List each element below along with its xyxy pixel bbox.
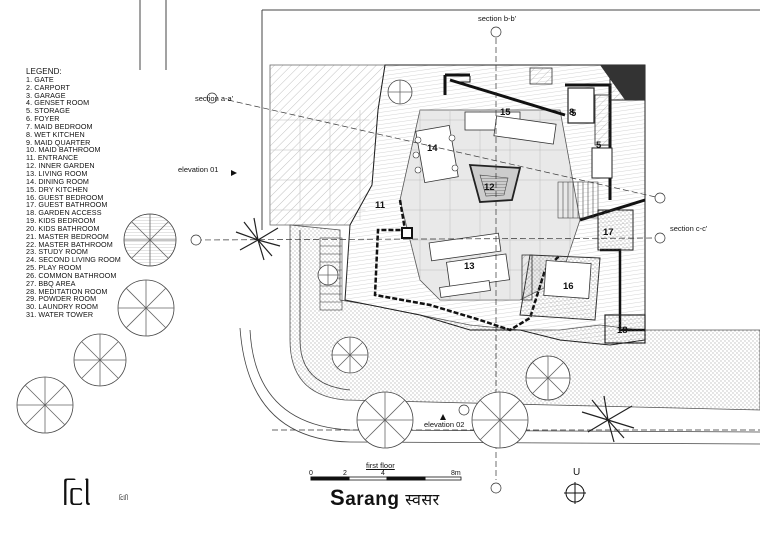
legend-item: 9. MAID QUARTER	[26, 137, 91, 147]
legend-item: 8. WET KITCHEN	[26, 129, 85, 139]
legend-item: 30. LAUNDRY ROOM	[26, 302, 99, 312]
scale-tick: 4	[381, 470, 385, 477]
section-markers	[190, 26, 666, 494]
legend-item: 25. PLAY ROOM	[26, 263, 82, 273]
site-boundary	[139, 0, 760, 230]
logo-subtext: ᥬᥴᥣᥥ	[119, 496, 128, 502]
legend-item: 26. COMMON BATHROOM	[26, 270, 117, 280]
legend-item: 10. MAID BATHROOM	[26, 145, 101, 155]
elevation-01-label: elevation 01	[178, 165, 219, 174]
room-label-16: 16	[563, 281, 574, 292]
elevation-02-arrow	[440, 414, 446, 420]
room-label-17: 17	[603, 227, 614, 238]
north-label: U	[573, 467, 581, 478]
legend-item: 12. INNER GARDEN	[26, 161, 95, 171]
scale-tick: 0	[309, 470, 313, 477]
carport-area	[269, 64, 386, 226]
legend-item: 19. KIDS BEDROOM	[26, 216, 96, 226]
legend: LEGEND: 1. GATE 2. CARPORT 3. GARAGE 4. …	[26, 68, 121, 319]
legend-item: 11. ENTRANCE	[26, 153, 79, 163]
legend-item: 2. CARPORT	[26, 82, 71, 92]
project-title: Sarang स्वसर	[330, 485, 440, 511]
legend-item: 20. KIDS BATHROOM	[26, 223, 100, 233]
scale-tick: 2	[343, 470, 347, 477]
legend-item: 14. DINING ROOM	[26, 176, 90, 186]
trees	[16, 79, 571, 449]
room-label-5: 5	[596, 140, 602, 151]
logo: ᥬᥴᥣ	[62, 478, 92, 513]
legend-item: 24. SECOND LIVING ROOM	[26, 255, 121, 265]
legend-item: 3. GARAGE	[26, 90, 66, 100]
room-label-12: 12	[484, 182, 495, 193]
scale-bar	[310, 476, 462, 481]
legend-item: 23. STUDY ROOM	[26, 247, 88, 257]
room-label-15: 15	[500, 107, 511, 118]
room-label-18: 18	[617, 325, 628, 336]
legend-item: 27. BBQ AREA	[26, 278, 76, 288]
scale-tick: 8m	[451, 470, 461, 477]
elevation-02-label: elevation 02	[424, 420, 465, 429]
legend-item: 7. MAID BEDROOM	[26, 121, 93, 131]
legend-item: 18. GARDEN ACCESS	[26, 208, 102, 218]
legend-item: 22. MASTER BATHROOM	[26, 239, 113, 249]
legend-item: 5. STORAGE	[26, 106, 71, 116]
palm-trees	[235, 217, 635, 443]
legend-item: 4. GENSET ROOM	[26, 98, 90, 108]
legend-item: 1. GATE	[26, 74, 54, 84]
legend-item: 13. LIVING ROOM	[26, 168, 88, 178]
legend-item: 29. POWDER ROOM	[26, 294, 97, 304]
north-arrow-icon	[564, 482, 586, 504]
legend-item: 21. MASTER BEDROOM	[26, 231, 109, 241]
section-b-label: section b-b'	[478, 14, 517, 23]
legend-item: 17. GUEST BATHROOM	[26, 200, 108, 210]
room-label-13: 13	[464, 261, 475, 272]
room-label-14: 14	[427, 143, 438, 154]
room-label-5: 5	[571, 108, 577, 119]
elevation-01-arrow	[231, 170, 237, 176]
title-rest: arang	[345, 489, 400, 510]
section-c-label: section c-c'	[670, 224, 708, 233]
scale-caption: first floor	[366, 461, 395, 470]
title-devanagari: स्वसर	[405, 492, 440, 509]
legend-item: 16. GUEST BEDROOM	[26, 192, 104, 202]
legend-item: 15. DRY KITCHEN	[26, 184, 88, 194]
room-label-11: 11	[375, 200, 386, 211]
title-initial: S	[330, 485, 346, 510]
legend-item: 31. WATER TOWER	[26, 310, 94, 320]
legend-title: LEGEND:	[26, 67, 62, 76]
legend-item: 6. FOYER	[26, 114, 60, 124]
main-building	[344, 64, 646, 346]
section-a-label: section a-a'	[195, 94, 234, 103]
room-label-8: 8	[569, 107, 575, 118]
legend-item: 28. MEDITATION ROOM	[26, 286, 108, 296]
